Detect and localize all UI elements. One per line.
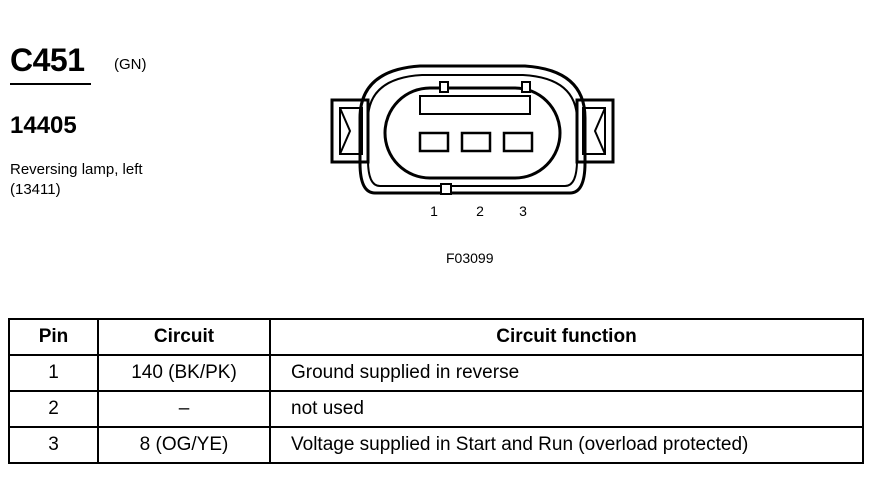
left-latch xyxy=(330,98,370,164)
connector-outer-shell xyxy=(358,64,587,195)
left-latch-inner xyxy=(339,107,363,155)
circuit-cell: – xyxy=(97,390,271,428)
pin-label-1: 1 xyxy=(430,203,438,219)
terminal-1 xyxy=(418,131,450,153)
table-row: 3 8 (OG/YE) Voltage supplied in Start an… xyxy=(8,426,864,464)
bottom-tab xyxy=(440,183,452,195)
circuit-cell: 8 (OG/YE) xyxy=(97,426,271,464)
left-latch-detail xyxy=(339,107,352,155)
component-description: Reversing lamp, left xyxy=(10,161,143,178)
table-row: 2 – not used xyxy=(8,390,864,428)
component-reference: (13411) xyxy=(10,181,61,198)
connector-face-diagram: 1 2 3 xyxy=(330,64,615,219)
figure-reference: F03099 xyxy=(446,250,494,266)
component-description-block: Reversing lamp, left (13411) xyxy=(10,160,143,200)
connector-id-underline xyxy=(10,83,91,85)
table-header-row: Pin Circuit Circuit function xyxy=(8,318,864,356)
function-cell: Ground supplied in reverse xyxy=(269,354,864,392)
connector-inner-shell xyxy=(367,74,578,187)
right-latch-detail xyxy=(593,107,606,155)
pin-cell: 3 xyxy=(8,426,99,464)
pin-label-3: 3 xyxy=(519,203,527,219)
right-latch xyxy=(575,98,615,164)
function-cell: Voltage supplied in Start and Run (overl… xyxy=(269,426,864,464)
circuit-cell: 140 (BK/PK) xyxy=(97,354,271,392)
keying-slot xyxy=(419,95,531,115)
terminal-2 xyxy=(460,131,492,153)
function-cell: not used xyxy=(269,390,864,428)
terminal-3 xyxy=(502,131,534,153)
header-pin: Pin xyxy=(8,318,99,356)
header-circuit: Circuit xyxy=(97,318,271,356)
right-latch-inner xyxy=(582,107,606,155)
table-row: 1 140 (BK/PK) Ground supplied in reverse xyxy=(8,354,864,392)
header-function: Circuit function xyxy=(269,318,864,356)
pin-cell: 2 xyxy=(8,390,99,428)
pin-cell: 1 xyxy=(8,354,99,392)
connector-color-code: (GN) xyxy=(114,56,147,73)
top-key-right xyxy=(521,81,531,93)
connector-id: C451 xyxy=(10,42,85,78)
top-key-left xyxy=(439,81,449,93)
part-number: 14405 xyxy=(10,112,77,139)
pin-label-2: 2 xyxy=(476,203,484,219)
pin-table: Pin Circuit Circuit function 1 140 (BK/P… xyxy=(8,318,864,464)
terminal-cavity xyxy=(383,86,562,180)
